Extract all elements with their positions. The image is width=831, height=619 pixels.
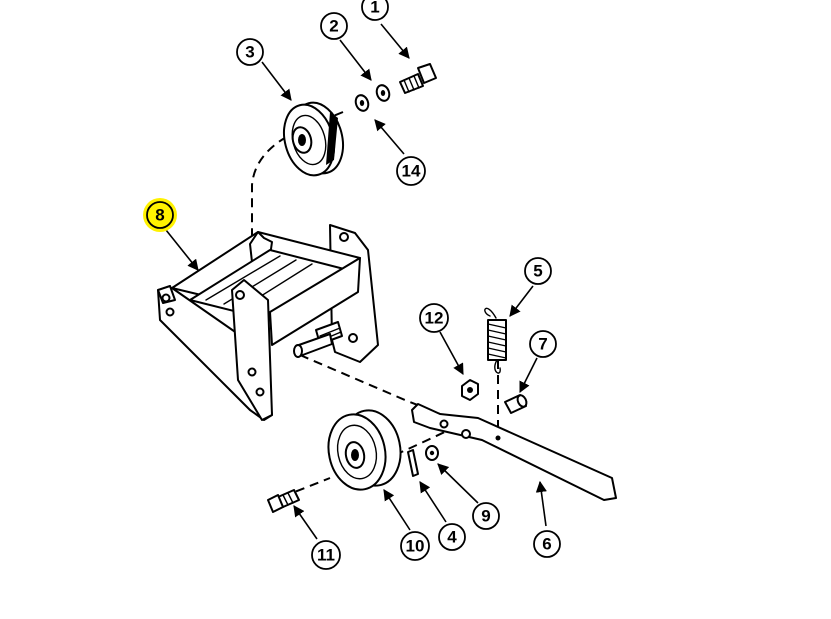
callout-5-label: 5: [533, 262, 542, 281]
callout-14-label: 14: [402, 162, 421, 181]
callout-14: 14: [396, 156, 426, 186]
callout-11: 11: [311, 540, 341, 570]
bolt-part-11: [267, 489, 300, 513]
callout-7: 7: [529, 330, 557, 358]
callout-11-label: 11: [317, 546, 335, 565]
callout-8-label: 8: [155, 206, 164, 225]
leader-lines: [165, 23, 547, 540]
callout-10: 10: [400, 531, 430, 561]
callout-9-label: 9: [481, 507, 490, 526]
callout-9: 9: [472, 502, 500, 530]
callout-4: 4: [438, 523, 466, 551]
upper-idler-pulley-part-3: [283, 101, 344, 177]
lock-washer-part-2: [375, 84, 391, 102]
callout-5: 5: [524, 257, 552, 285]
idler-arm-part-6: [411, 403, 617, 501]
callout-2: 2: [320, 12, 348, 40]
lower-idler-pulley-part-10: [327, 409, 402, 491]
washer-part-9: [425, 445, 439, 461]
nut-part-12: [461, 379, 479, 401]
spacer-part-7: [504, 394, 528, 414]
callout-12: 12: [419, 303, 449, 333]
callout-6: 6: [533, 530, 561, 558]
extension-spring-part-5: [484, 307, 507, 374]
callout-3: 3: [236, 38, 264, 66]
callout-10-label: 10: [406, 537, 425, 556]
callout-1-label: 1: [370, 0, 379, 17]
callout-12-label: 12: [425, 309, 444, 328]
callout-8-highlighted: 8: [143, 198, 177, 232]
cotter-pin-part-4: [407, 449, 419, 477]
idler-bracket-assembly-part-8: [157, 224, 379, 421]
callout-1: 1: [361, 0, 389, 21]
callout-3-label: 3: [245, 43, 254, 62]
callout-7-label: 7: [538, 335, 547, 354]
callout-2-label: 2: [329, 17, 338, 36]
bolt-part-1: [399, 63, 437, 94]
callout-4-label: 4: [447, 528, 457, 547]
flat-washer-part-14: [354, 94, 370, 112]
callout-6-label: 6: [542, 535, 551, 554]
